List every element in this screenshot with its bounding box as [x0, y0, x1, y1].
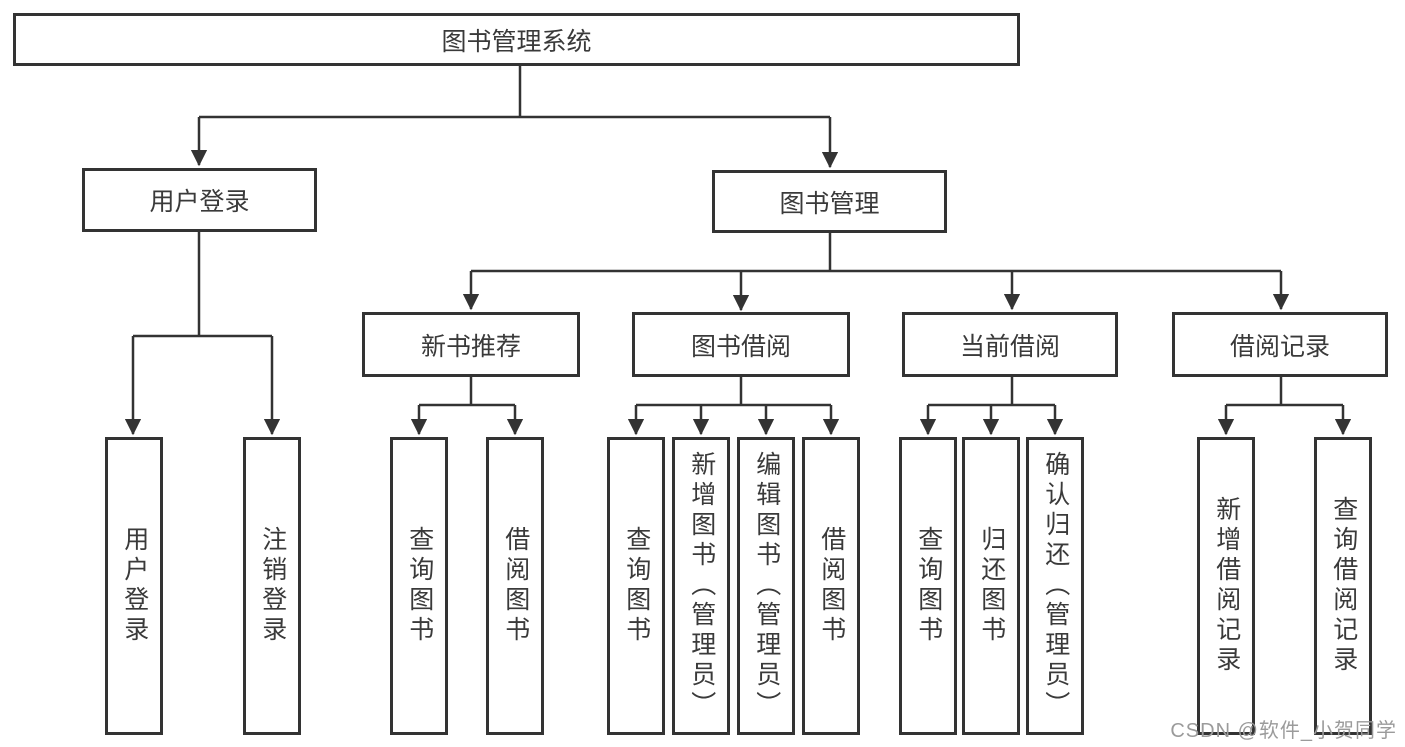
leaf-user-login: 用户登录 [105, 437, 163, 735]
leaf-newbook-borrow-books: 借阅图书 [486, 437, 544, 735]
leaf-current-query-books: 查询图书 [899, 437, 957, 735]
leaf-logout-login: 注销登录 [243, 437, 301, 735]
leaf-borrow-borrow-books: 借阅图书 [802, 437, 860, 735]
node-user-login: 用户登录 [82, 168, 317, 232]
leaf-newbook-query-books: 查询图书 [390, 437, 448, 735]
leaf-records-query-record: 查询借阅记录 [1314, 437, 1372, 735]
leaf-current-confirm-return-admin: 确认归还（管理员） [1026, 437, 1084, 735]
node-root: 图书管理系统 [13, 13, 1020, 66]
csdn-watermark: CSDN @软件_小贺同学 [1170, 720, 1397, 742]
node-borrow-records: 借阅记录 [1172, 312, 1388, 377]
leaf-current-return-books: 归还图书 [962, 437, 1020, 735]
node-new-book-recommend: 新书推荐 [362, 312, 580, 377]
node-current-borrow: 当前借阅 [902, 312, 1118, 377]
node-book-borrow: 图书借阅 [632, 312, 850, 377]
leaf-records-add-record: 新增借阅记录 [1197, 437, 1255, 735]
leaf-borrow-query-books: 查询图书 [607, 437, 665, 735]
leaf-borrow-edit-books-admin: 编辑图书（管理员） [737, 437, 795, 735]
node-book-management: 图书管理 [712, 170, 947, 233]
leaf-borrow-add-books-admin: 新增图书（管理员） [672, 437, 730, 735]
